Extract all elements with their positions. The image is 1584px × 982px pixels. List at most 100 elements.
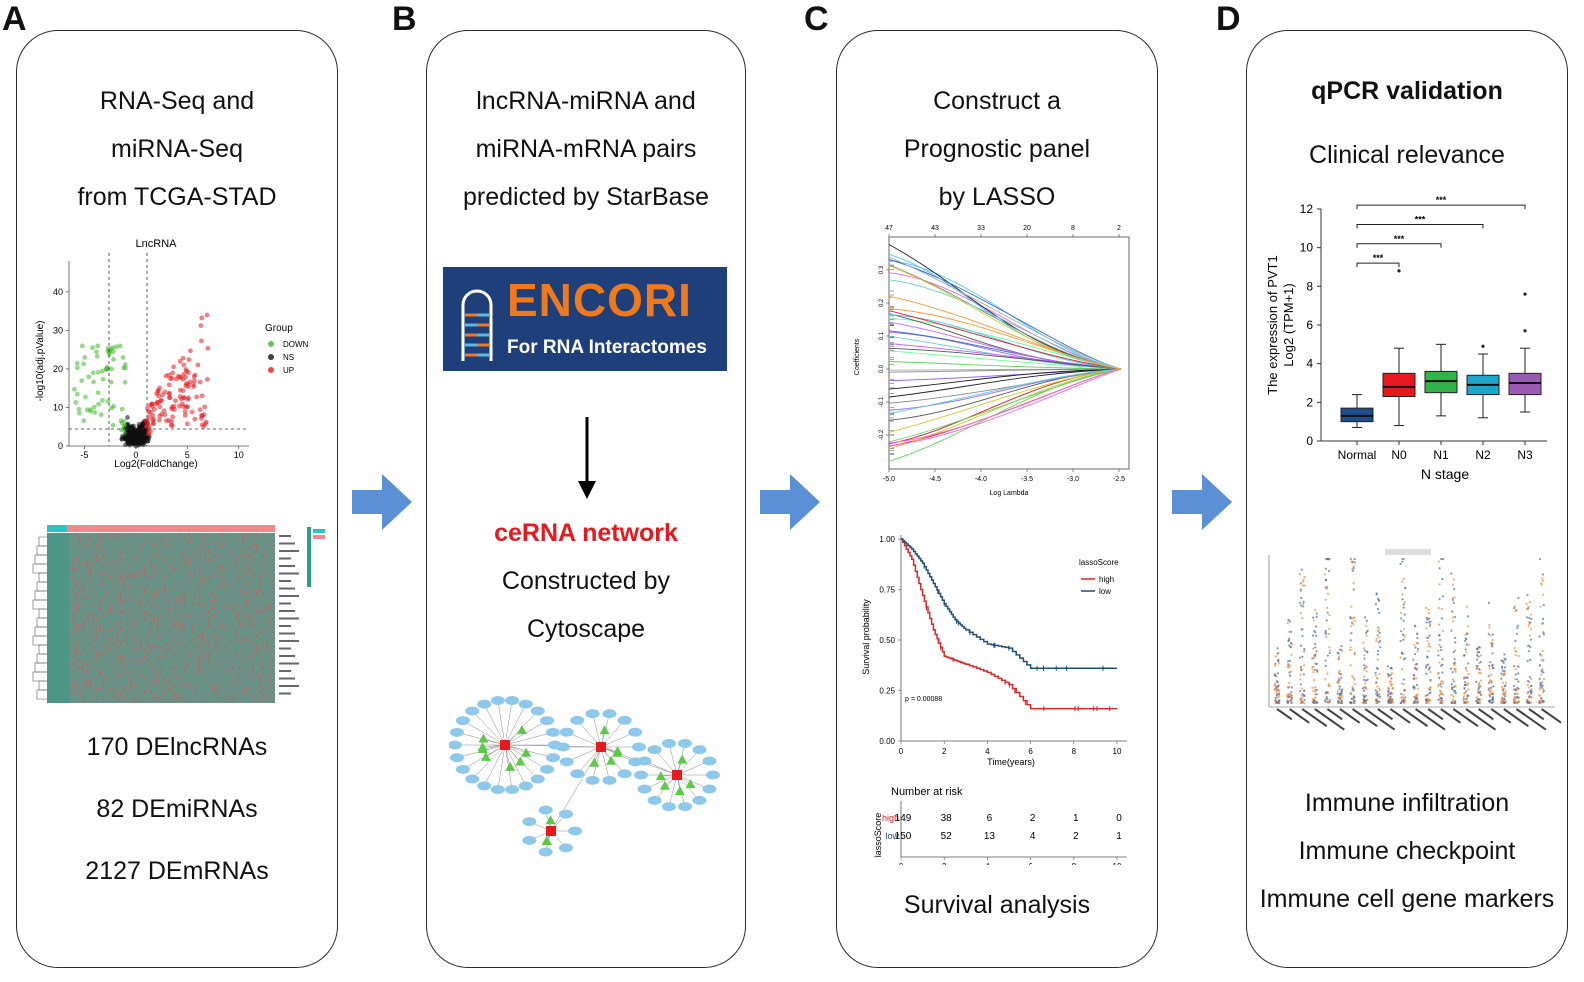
network-gene-node — [568, 826, 582, 836]
boxplot-xtick: N0 — [1391, 448, 1407, 462]
km-ytick: 0.25 — [879, 687, 895, 696]
network-gene-node — [585, 709, 600, 719]
lasso-ytick: 0.2 — [879, 298, 885, 307]
volcano-point — [74, 391, 80, 397]
risk-cell: 0 — [1116, 813, 1122, 824]
volcano-point — [94, 349, 99, 355]
risk-cell: 13 — [984, 831, 996, 842]
stat-mirna: 82 DEmiRNAs — [96, 795, 258, 823]
network-gene-node — [702, 756, 717, 766]
volcano-point — [186, 357, 192, 363]
network-gene-node — [522, 835, 537, 845]
network-mirna-node — [542, 836, 553, 846]
lasso-top-tick: 2 — [1117, 225, 1121, 232]
network-gene-node — [455, 716, 470, 726]
survival-analysis-label: Survival analysis — [903, 891, 1091, 919]
volcano-point — [163, 373, 169, 379]
risk-xtick: 8 — [1072, 862, 1077, 865]
volcano-point — [96, 401, 102, 407]
panel-c-line-3: by LASSO — [938, 183, 1056, 211]
immune-infiltration-plot — [1268, 549, 1561, 731]
volcano-point — [178, 396, 184, 402]
volcano-legend-title: Group — [265, 323, 293, 334]
volcano-point — [121, 365, 127, 371]
risk-cell: 1 — [1073, 813, 1079, 824]
volcano-point — [205, 345, 211, 351]
km-ytick: 0.75 — [879, 586, 895, 595]
volcano-point — [140, 420, 145, 426]
risk-xtick: 4 — [985, 862, 990, 865]
lasso-bottom-tick: -3.5 — [1021, 476, 1033, 483]
volcano-point — [197, 407, 203, 413]
lasso-ytick: 0.1 — [879, 331, 885, 340]
lasso-coefficient-path — [888, 350, 1122, 370]
km-xtick: 8 — [1072, 747, 1077, 756]
volcano-point — [204, 377, 210, 382]
volcano-point — [92, 409, 98, 415]
volcano-point — [166, 418, 172, 423]
volcano-point — [125, 415, 130, 420]
lasso-ytick: -0.1 — [879, 396, 885, 407]
network-gene-node — [505, 695, 520, 705]
volcano-legend-ns: NS — [283, 353, 294, 362]
volcano-point — [144, 405, 150, 411]
km-ylabel: Survival probability — [861, 599, 871, 675]
volcano-point — [159, 411, 164, 417]
network-gene-node — [505, 785, 520, 795]
km-legend-title: lassoScore — [1079, 558, 1119, 567]
network-hub-node — [546, 826, 556, 836]
volcano-point — [188, 348, 193, 354]
network-mirna-node — [480, 751, 491, 761]
risk-row-label: high — [882, 813, 899, 823]
network-gene-node — [490, 695, 505, 705]
volcano-point — [76, 406, 82, 412]
panel-a-letter: A — [2, 0, 27, 38]
volcano-xtick: 5 — [185, 450, 190, 460]
network-gene-node — [602, 709, 617, 719]
volcano-point — [119, 406, 125, 412]
volcano-point — [107, 350, 113, 356]
risk-cell: 1 — [1116, 831, 1122, 842]
encori-subtitle: For RNA Interactomes — [507, 337, 707, 358]
volcano-point — [125, 434, 131, 440]
lasso-ytick: -0.2 — [879, 429, 885, 440]
network-gene-node — [538, 805, 553, 815]
network-mirna-node — [606, 755, 617, 765]
volcano-point — [199, 315, 205, 321]
network-mirna-node — [599, 725, 610, 735]
network-mirna-node — [505, 761, 516, 771]
volcano-point — [198, 323, 204, 328]
volcano-point — [168, 422, 174, 428]
volcano-point — [83, 394, 88, 400]
boxplot-ytick: 6 — [1306, 318, 1313, 332]
lasso-bottom-tick: -4.0 — [975, 476, 987, 483]
volcano-point — [187, 379, 193, 385]
volcano-point — [117, 343, 123, 349]
volcano-point — [74, 365, 80, 371]
volcano-point — [194, 394, 200, 400]
network-mirna-node — [478, 733, 489, 743]
volcano-point — [90, 370, 96, 376]
network-gene-node — [632, 742, 646, 752]
network-gene-node — [540, 764, 555, 774]
volcano-point — [151, 416, 157, 422]
volcano-point — [110, 422, 116, 428]
volcano-point — [100, 397, 105, 403]
volcano-point — [150, 401, 155, 407]
lasso-coefficient-path — [888, 279, 1122, 370]
network-gene-node — [678, 738, 693, 748]
panel-b-letter: B — [392, 0, 417, 38]
volcano-point — [156, 400, 161, 405]
volcano-point — [191, 381, 196, 387]
boxplot-ytick: 8 — [1306, 279, 1313, 293]
immune-markers-label: Immune cell gene markers — [1259, 885, 1555, 913]
network-mirna-node — [516, 725, 527, 735]
volcano-point — [177, 403, 182, 409]
network-gene-node — [530, 774, 545, 784]
volcano-point — [183, 404, 189, 410]
network-gene-node — [692, 745, 707, 755]
network-gene-node — [540, 716, 555, 726]
risk-xtick: 2 — [942, 862, 947, 865]
network-gene-node — [455, 764, 470, 774]
